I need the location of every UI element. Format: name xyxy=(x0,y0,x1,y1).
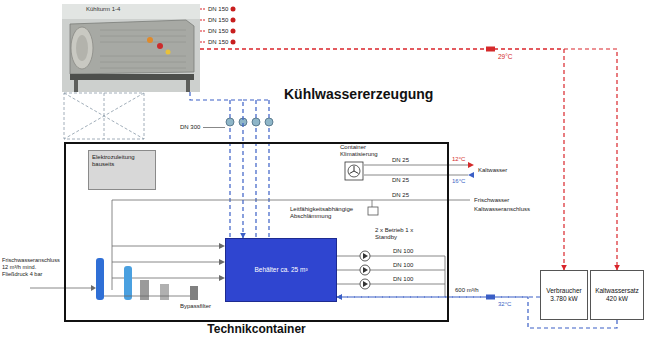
container-piping xyxy=(360,251,370,261)
pipe-connector xyxy=(200,49,564,270)
air-conditioner-symbol xyxy=(344,161,364,181)
node-text: 3.780 kW xyxy=(550,295,577,303)
cooling-tower-photo xyxy=(100,30,186,68)
cooling-tower-photo xyxy=(157,43,163,49)
cooling-tower-photo xyxy=(62,4,200,19)
water-treatment-equipment xyxy=(140,280,149,300)
annotation-label: DN 25 xyxy=(392,192,409,199)
cooling-water-lines xyxy=(230,100,269,238)
cooling-tower-photo xyxy=(62,4,200,92)
cooling-tower-photo xyxy=(71,27,93,69)
cooling-tower: Kühlturm 1-4 xyxy=(62,4,200,92)
container-piping xyxy=(368,207,378,215)
annotation-label: DN 300 xyxy=(180,124,200,131)
annotation-label: 12°C xyxy=(452,156,465,163)
tower-frame xyxy=(64,93,144,139)
annotation-label: 32°C xyxy=(498,301,511,308)
consumer-box: Verbraucher3.780 kW xyxy=(540,270,588,320)
node-text: Behälter ca. 25 m³ xyxy=(254,266,307,274)
water-treatment-equipment xyxy=(160,284,169,300)
node-text: Elektrozuleitung bauseits xyxy=(92,154,152,168)
node-text: Technikcontainer xyxy=(66,322,447,336)
annotation-label: Frischwasser xyxy=(474,197,509,204)
annotation-label: DN 100 xyxy=(393,262,413,269)
water-treatment-equipment xyxy=(104,296,190,297)
pipe-connector xyxy=(190,92,243,238)
cooling-water-lines xyxy=(203,100,273,238)
water-treatment-equipment xyxy=(96,258,198,300)
cooling-tower-photo xyxy=(186,80,190,92)
container-piping xyxy=(360,279,370,289)
air-conditioner-symbol xyxy=(350,166,359,174)
annotation-label: DN 25 xyxy=(392,177,409,184)
water-treatment-equipment xyxy=(190,286,198,300)
dn150-pipe-stubs xyxy=(231,40,236,45)
annotation-label: DN 150 xyxy=(208,39,228,46)
cooling-tower-photo xyxy=(76,35,88,61)
container-piping xyxy=(468,162,474,168)
node-text: 420 kW xyxy=(606,295,628,303)
cooling-water-lines xyxy=(203,127,225,128)
air-conditioner-symbol xyxy=(345,162,363,180)
tower-frame xyxy=(64,93,144,139)
cooling-water-lines xyxy=(265,118,273,126)
cooling-tower-photo xyxy=(70,74,194,80)
dn150-pipe-stubs xyxy=(231,18,236,23)
tower-frame xyxy=(64,93,144,139)
annotation-label: DN 150 xyxy=(208,17,228,24)
cooling-tower-photo xyxy=(166,50,171,55)
annotation-label: Kaltwasser xyxy=(478,167,507,174)
chiller-box: Kaltwassersatz420 kW xyxy=(590,270,644,320)
annotation-label: 600 m³/h xyxy=(455,287,479,294)
annotation-label: 29°C xyxy=(498,53,513,60)
annotation-label: DN 100 xyxy=(393,248,413,255)
node-text: Verbraucher xyxy=(546,287,581,295)
container-piping xyxy=(363,267,368,273)
annotation-label: Frischwasseranschluss 12 m³/h mind. Flie… xyxy=(2,257,62,278)
annotation-label: Kaltwasseranschluss xyxy=(474,206,530,213)
annotation-label: 16°C xyxy=(452,178,465,185)
water-treatment-equipment xyxy=(96,258,104,300)
cooling-water-lines xyxy=(226,118,234,126)
water-tank: Behälter ca. 25 m³ xyxy=(225,238,337,302)
container-piping xyxy=(360,265,370,275)
cooling-tower-photo xyxy=(74,80,78,92)
container-piping xyxy=(363,281,368,287)
node-text: Kühlturm 1-4 xyxy=(86,6,120,13)
pipe-connector xyxy=(200,49,617,270)
node-text: Kaltwassersatz xyxy=(595,287,639,295)
dn150-pipe-stubs xyxy=(200,7,236,45)
annotation-label: DN 150 xyxy=(208,6,228,13)
air-conditioner-symbol xyxy=(348,165,360,177)
annotation-label: Bypassfilter xyxy=(180,303,211,310)
annotation-label: 2 x Betrieb 1 x Standby xyxy=(375,227,415,241)
cooling-tower-photo xyxy=(62,4,200,92)
annotation-label: DN 100 xyxy=(393,276,413,283)
cooling-tower-photo xyxy=(147,37,153,43)
container-piping xyxy=(468,172,474,178)
annotation-label: Leitfähigkeitsabhängige Abschlämmung xyxy=(290,206,364,220)
dn150-pipe-stubs xyxy=(200,9,206,42)
annotation-label: DN 150 xyxy=(208,28,228,35)
electric-supply-box: Elektrozuleitung bauseits xyxy=(88,150,156,190)
air-conditioning-unit: Container Klimatisierung xyxy=(340,144,392,182)
annotation-label: DN 25 xyxy=(392,157,409,164)
cooling-tower-photo xyxy=(70,20,194,74)
dn150-pipe-stubs xyxy=(231,29,236,34)
diagram-title: Kühlwassererzeugung xyxy=(284,86,433,102)
water-treatment-equipment xyxy=(124,266,132,300)
node-text: Container Klimatisierung xyxy=(340,144,392,158)
cooling-water-lines xyxy=(252,118,260,126)
dn150-pipe-stubs xyxy=(231,7,236,12)
container-piping xyxy=(91,285,96,291)
container-piping xyxy=(363,253,368,259)
